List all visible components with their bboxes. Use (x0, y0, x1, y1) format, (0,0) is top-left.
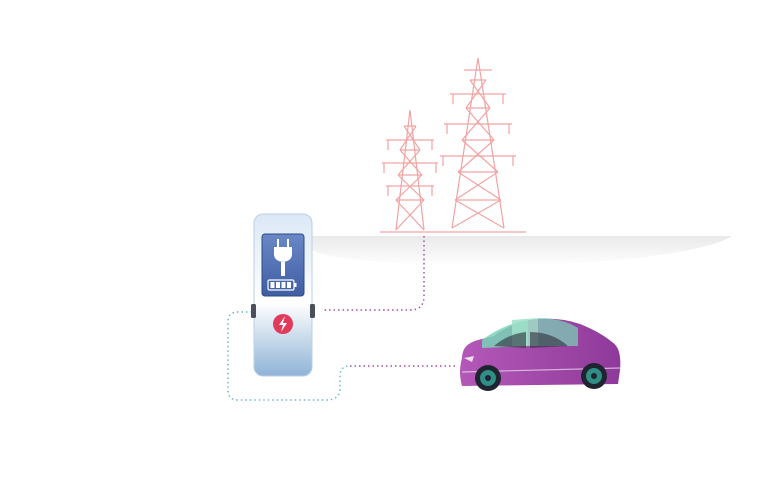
battery-icon (267, 279, 297, 291)
ground-shadow (303, 236, 732, 266)
lightning-bolt-icon[interactable] (273, 314, 293, 334)
transmission-tower-icon (380, 109, 440, 233)
charging-cable-left (227, 311, 351, 401)
electric-car-icon (460, 318, 621, 391)
transmission-tower-icon (440, 57, 526, 233)
charging-station (251, 213, 315, 377)
plug-icon (274, 239, 292, 276)
